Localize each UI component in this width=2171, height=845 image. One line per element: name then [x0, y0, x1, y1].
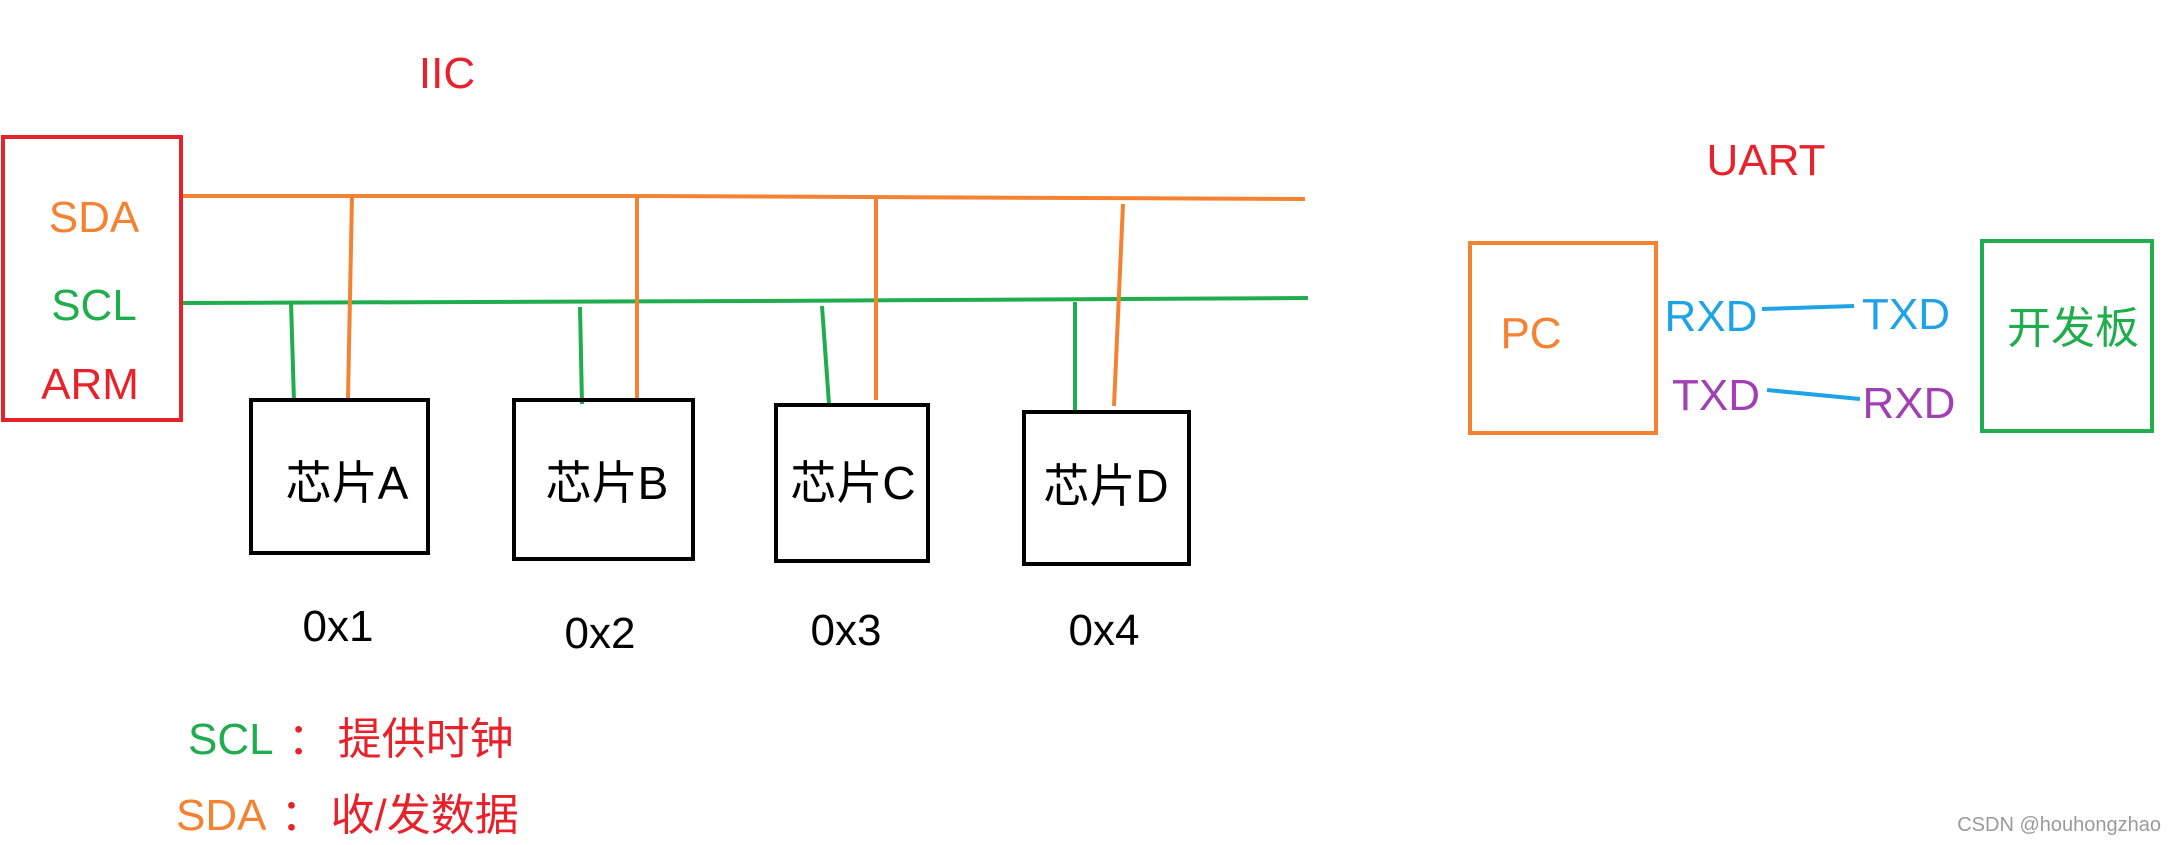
uart-title: UART [1707, 136, 1826, 185]
note-sda-key: SDA [176, 791, 267, 840]
board-box [1980, 239, 2154, 433]
arm-master-box [1, 135, 183, 422]
scl-bus-line [182, 296, 1309, 305]
board-txd-label: TXD [1862, 290, 1950, 339]
uart-wire-tx-rx [1766, 388, 1861, 401]
board-rxd-label: RXD [1863, 379, 1956, 428]
note-sda-sep: ： [280, 791, 324, 840]
pc-box [1468, 241, 1658, 435]
master-arm-label: ARM [41, 360, 139, 409]
chip-b-label: 芯片B [546, 457, 669, 509]
note-scl-key: SCL [188, 715, 274, 764]
pc-rxd-label: RXD [1665, 292, 1758, 341]
chip-b-scl-wire [578, 306, 584, 405]
chip-d-sda-wire [1112, 203, 1125, 407]
master-scl-label: SCL [51, 281, 137, 330]
chip-c-box [774, 403, 930, 563]
chip-a-address: 0x1 [303, 602, 374, 651]
uart-wire-rx-tx [1761, 304, 1855, 311]
chip-c-label: 芯片C [790, 457, 915, 509]
chip-a-scl-wire [289, 301, 296, 403]
iic-title: IIC [419, 49, 475, 98]
note-sda: SDA ：收/发数据 [176, 791, 519, 840]
chip-d-address: 0x4 [1069, 606, 1140, 655]
chip-b-box [512, 398, 695, 561]
chip-a-box [249, 398, 430, 555]
pc-txd-label: TXD [1672, 371, 1760, 420]
watermark: CSDN @houhongzhao [1957, 814, 2161, 836]
chip-c-scl-wire [820, 305, 831, 405]
note-sda-desc: 收/发数据 [330, 791, 518, 840]
chip-d-box [1022, 410, 1191, 566]
note-scl-desc: 提供时钟 [338, 715, 514, 764]
master-sda-label: SDA [49, 193, 140, 242]
note-scl-sep: ： [288, 715, 332, 764]
chip-d-label: 芯片D [1043, 460, 1168, 512]
chip-a-sda-wire [346, 195, 354, 399]
board-label: 开发板 [2007, 304, 2139, 353]
pc-label: PC [1500, 309, 1561, 358]
chip-b-address: 0x2 [565, 609, 636, 658]
sda-bus-line [183, 194, 1306, 201]
chip-a-label: 芯片A [286, 457, 409, 509]
note-scl: SCL ：提供时钟 [188, 715, 514, 764]
chip-c-address: 0x3 [811, 606, 882, 655]
